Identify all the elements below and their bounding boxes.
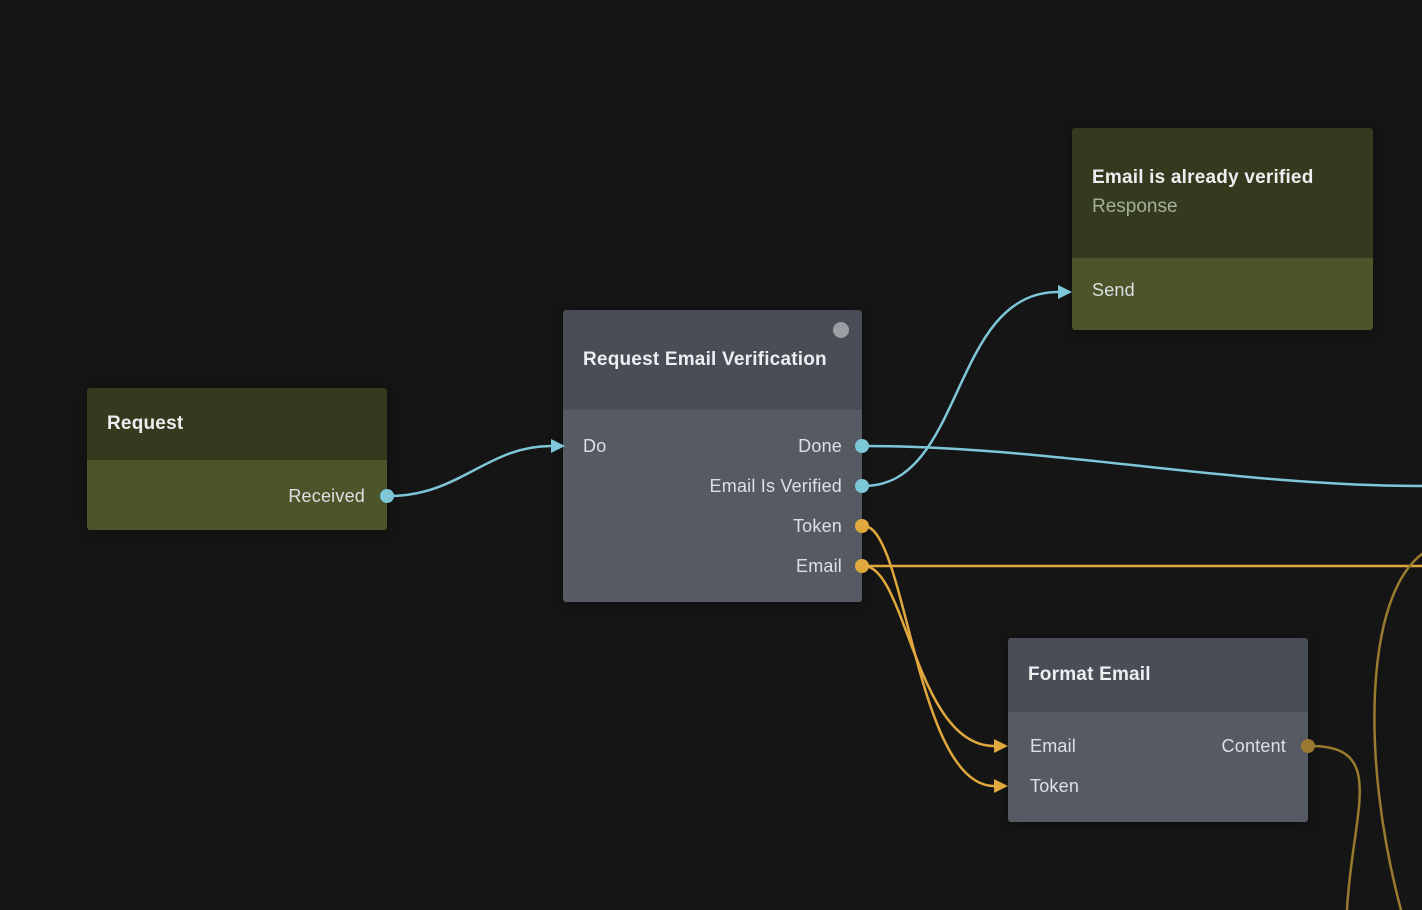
port-label-email-input: Email	[1030, 736, 1077, 756]
port-row: Email Content	[1030, 726, 1286, 766]
port-label-content: Content	[1221, 736, 1286, 756]
edge-email-to-format-email[interactable]	[862, 564, 996, 748]
node-title: Email is already verified	[1092, 167, 1314, 188]
port-row: Email Is Verified	[583, 466, 842, 506]
node-title: Format Email	[1028, 664, 1151, 685]
node-email-already-verified-header[interactable]: Email is already verified Response	[1072, 128, 1373, 258]
port-row: Do Done	[583, 426, 842, 466]
edge-received-to-do[interactable]	[387, 444, 553, 498]
arrowhead-send-icon	[1058, 285, 1072, 299]
edge-token-to-format-token[interactable]	[862, 524, 996, 788]
port-label-email-is-verified: Email Is Verified	[709, 476, 842, 496]
port-label-token: Token	[792, 516, 842, 536]
port-label-do: Do	[583, 436, 607, 456]
node-request-email-verification[interactable]: Request Email Verification Do Done Email…	[563, 310, 862, 602]
node-request-body: Received	[87, 460, 387, 530]
port-label-token-input: Token	[1030, 776, 1080, 796]
edge-offscreen-right[interactable]	[1373, 552, 1422, 910]
edge-content-out[interactable]	[1309, 744, 1361, 910]
node-email-already-verified[interactable]: Email is already verified Response Send	[1072, 128, 1373, 330]
port-label-done: Done	[798, 436, 842, 456]
port-row: Token	[1030, 766, 1286, 806]
edge-email-is-verified-to-send[interactable]	[862, 290, 1060, 488]
node-email-already-verified-body: Send	[1072, 258, 1373, 330]
port-label-email: Email	[795, 556, 842, 576]
arrowhead-format-token-icon	[994, 779, 1008, 793]
port-label-send: Send	[1092, 280, 1135, 300]
node-request-email-verification-body: Do Done Email Is Verified Token Email	[563, 410, 862, 602]
node-format-email-body: Email Content Token	[1008, 712, 1308, 822]
node-format-email[interactable]: Format Email Email Content Token	[1008, 638, 1308, 822]
port-row: Received	[109, 476, 365, 516]
edge-done-out[interactable]	[862, 444, 1422, 488]
arrowhead-format-email-icon	[994, 739, 1008, 753]
port-row: Token	[583, 506, 842, 546]
node-request-header[interactable]: Request	[87, 388, 387, 460]
node-title: Request	[107, 413, 184, 434]
node-request[interactable]: Request Received	[87, 388, 387, 530]
port-row: Email	[583, 546, 842, 586]
node-request-email-verification-header[interactable]: Request Email Verification	[563, 310, 862, 410]
node-format-email-header[interactable]: Format Email	[1008, 638, 1308, 712]
node-subtitle: Response	[1092, 196, 1178, 217]
node-title: Request Email Verification	[583, 349, 827, 370]
port-row: Send	[1092, 270, 1353, 310]
port-label-received: Received	[288, 486, 365, 506]
